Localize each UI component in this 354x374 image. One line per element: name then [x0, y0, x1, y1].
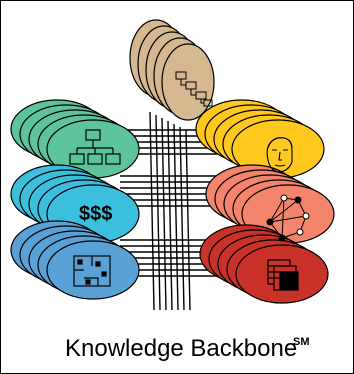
- left-top-disc-stack: [10, 99, 140, 179]
- org-chart-icon: [69, 129, 121, 165]
- floor-plan-icon: [73, 255, 111, 287]
- left-bottom-disc-stack: [10, 220, 140, 300]
- face-icon: [266, 137, 293, 173]
- caption: Knowledge Backbone SM: [65, 335, 310, 362]
- dollar-icon: $$$: [79, 203, 112, 225]
- process-flow-icon: [175, 71, 213, 107]
- backbone-vertical-bar: [173, 123, 179, 311]
- backbone-vertical-bar: [185, 129, 191, 311]
- backbone-vertical-bar: [149, 111, 155, 311]
- network-graph-icon: [266, 194, 310, 242]
- service-mark: SM: [293, 336, 310, 348]
- backbone-vertical-bar: [167, 120, 173, 311]
- backbone-vertical-bar: [161, 117, 167, 311]
- disc-layer: [46, 240, 140, 300]
- caption-text: Knowledge Backbone: [65, 335, 297, 362]
- document-stack-icon: [267, 259, 299, 291]
- top-disc-stack: [129, 19, 215, 121]
- backbone-vertical-bar: [179, 126, 185, 311]
- backbone-lattice: [120, 111, 236, 311]
- right-top-disc-stack: [195, 99, 325, 179]
- backbone-vertical-bar: [155, 114, 161, 311]
